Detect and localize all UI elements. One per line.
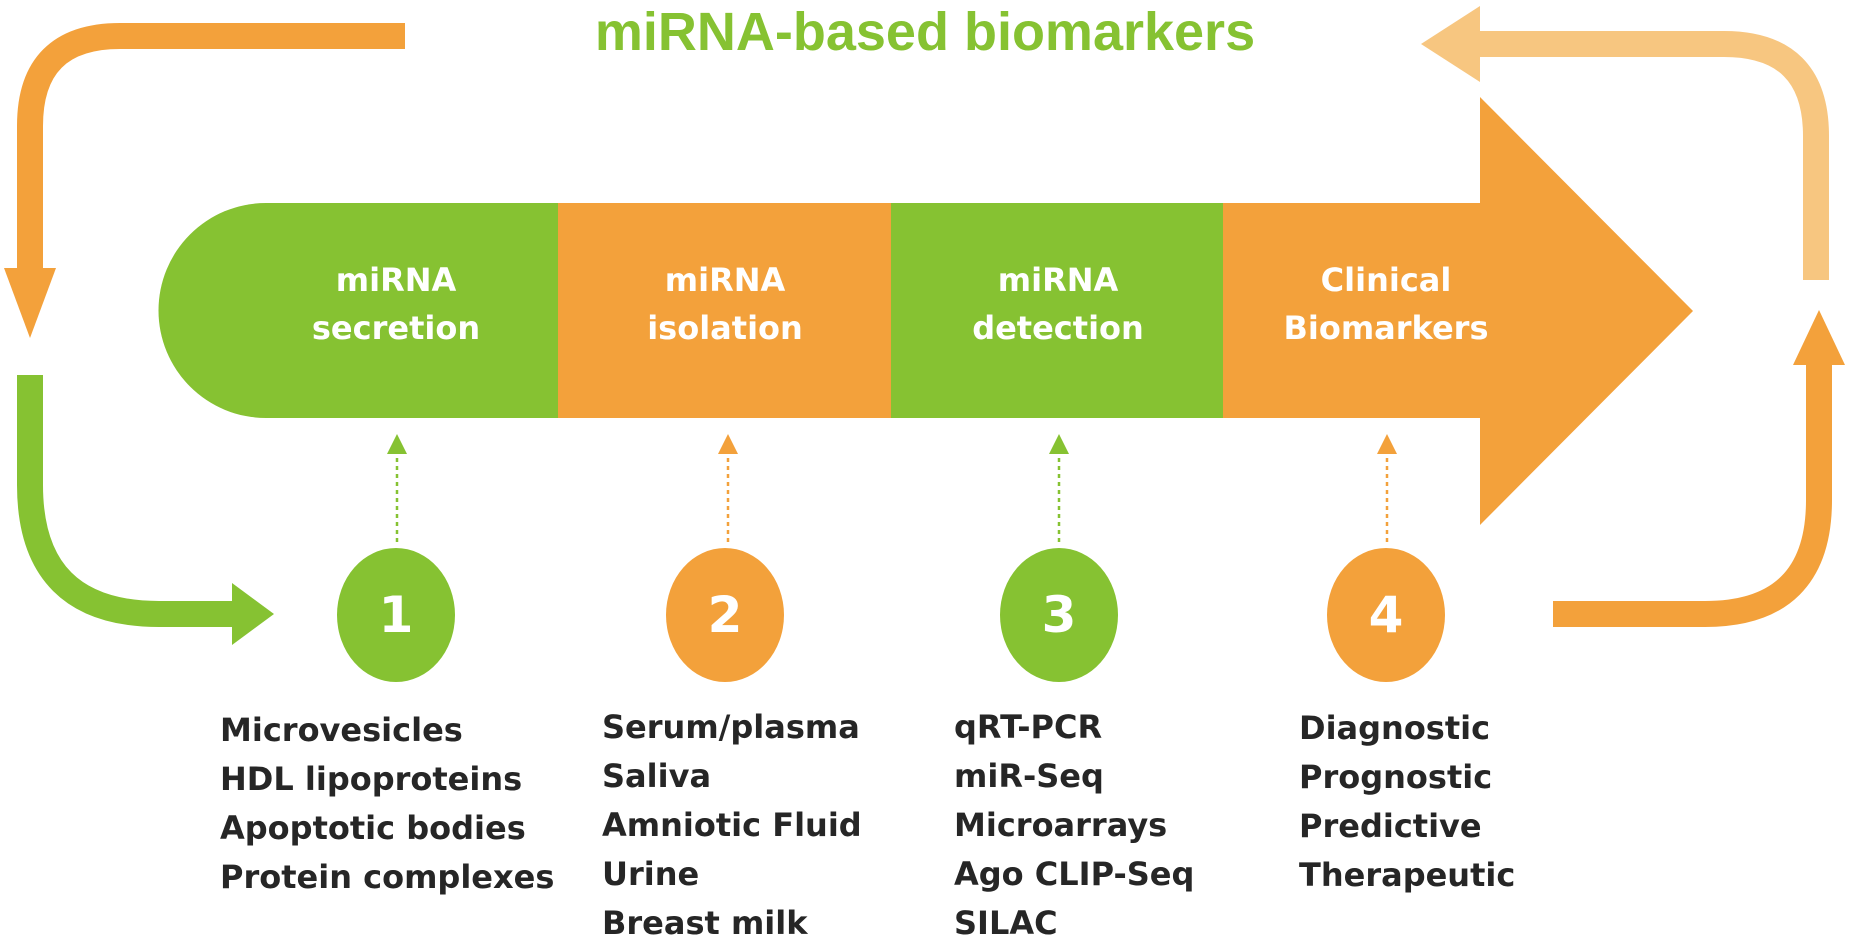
- list-item: Amniotic Fluid: [602, 806, 862, 844]
- list-item: Urine: [602, 855, 700, 893]
- step-circle-1: [337, 548, 455, 682]
- list-item: Breast milk: [602, 904, 808, 942]
- stage-label-line1: miRNA: [664, 261, 786, 299]
- list-item: Serum/plasma: [602, 708, 860, 746]
- top-right-loop-arrow: [1421, 6, 1829, 280]
- stage-label-isolation: miRNA isolation: [575, 256, 875, 352]
- step-circle-2: [666, 548, 784, 682]
- list-item: Protein complexes: [220, 858, 555, 896]
- stage-label-line2: isolation: [647, 309, 803, 347]
- list-item: Apoptotic bodies: [220, 809, 526, 847]
- stage-label-line1: Clinical: [1320, 261, 1452, 299]
- stage-band-detection: [891, 203, 1223, 418]
- bottom-left-loop-arrow: [17, 375, 274, 645]
- step-circle-4: [1327, 548, 1445, 682]
- list-item: Microvesicles: [220, 711, 463, 749]
- stage-label-line2: secretion: [311, 309, 481, 347]
- stage-label-detection: miRNA detection: [908, 256, 1208, 352]
- stage-label-line2: detection: [972, 309, 1144, 347]
- list-item: Ago CLIP-Seq: [954, 855, 1195, 893]
- stage-band-biomarkers: [1223, 97, 1693, 525]
- list-item: Prognostic: [1299, 758, 1493, 796]
- step-number-2: 2: [707, 586, 743, 644]
- list-item: miR-Seq: [954, 757, 1104, 795]
- isolation-list: Serum/plasma Saliva Amniotic Fluid Urine…: [602, 703, 862, 948]
- top-left-loop-arrow: [4, 23, 405, 338]
- stage-label-line1: miRNA: [997, 261, 1119, 299]
- secretion-list: Microvesicles HDL lipoproteins Apoptotic…: [220, 706, 554, 902]
- list-item: Diagnostic: [1299, 709, 1491, 747]
- list-item: Predictive: [1299, 807, 1482, 845]
- list-item: Saliva: [602, 757, 712, 795]
- process-arrow: [158, 97, 1693, 525]
- step-number-1: 1: [378, 586, 414, 644]
- list-item: qRT-PCR: [954, 708, 1103, 746]
- bottom-right-loop-arrow: [1553, 310, 1845, 627]
- diagram-title: miRNA-based biomarkers: [594, 2, 1256, 62]
- list-item: SILAC: [954, 904, 1058, 942]
- step-number-4: 4: [1368, 586, 1404, 644]
- stage-band-secretion: [158, 203, 558, 418]
- stage-label-biomarkers: Clinical Biomarkers: [1236, 256, 1536, 352]
- stage-label-secretion: miRNA secretion: [246, 256, 546, 352]
- list-item: Therapeutic: [1299, 856, 1516, 894]
- step-circle-3: [1000, 548, 1118, 682]
- detection-list: qRT-PCR miR-Seq Microarrays Ago CLIP-Seq…: [954, 703, 1194, 948]
- stage-label-line2: Biomarkers: [1283, 309, 1489, 347]
- stage-band-isolation: [558, 203, 891, 418]
- step-number-3: 3: [1041, 586, 1077, 644]
- list-item: Microarrays: [954, 806, 1168, 844]
- biomarkers-list: Diagnostic Prognostic Predictive Therape…: [1299, 704, 1515, 900]
- stage-label-line1: miRNA: [335, 261, 457, 299]
- list-item: HDL lipoproteins: [220, 760, 523, 798]
